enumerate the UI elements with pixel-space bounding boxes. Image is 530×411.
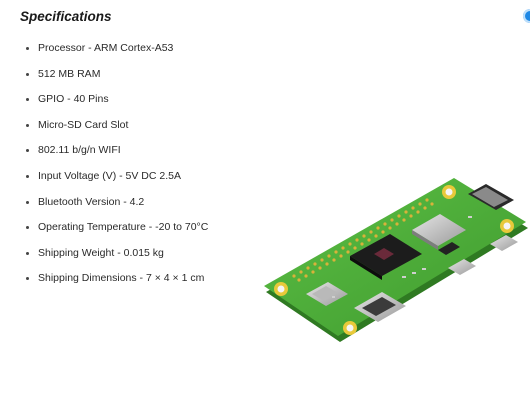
bullet-icon bbox=[26, 174, 29, 178]
bullet-icon bbox=[26, 200, 29, 204]
passive-components bbox=[332, 216, 472, 298]
bullet-icon bbox=[26, 98, 29, 102]
bullet-icon bbox=[26, 226, 29, 230]
spec-item: GPIO - 40 Pins bbox=[26, 87, 208, 113]
mounting-hole-icon bbox=[274, 185, 514, 335]
processor-chip-icon bbox=[350, 234, 422, 280]
spec-text: Shipping Weight - 0.015 kg bbox=[38, 246, 164, 259]
camera-connector-icon bbox=[468, 184, 514, 210]
spec-text: Operating Temperature - -20 to 70°C bbox=[38, 221, 209, 234]
spec-text: Micro-SD Card Slot bbox=[38, 118, 129, 131]
bullet-icon bbox=[26, 123, 29, 127]
spec-item: Micro-SD Card Slot bbox=[26, 113, 208, 139]
spec-text: Processor - ARM Cortex-A53 bbox=[38, 42, 174, 54]
raspberry-pi-board-image bbox=[264, 178, 528, 342]
spec-text: Bluetooth Version - 4.2 bbox=[38, 195, 145, 208]
spec-list: Processor - ARM Cortex-A53 512 MB RAM GP… bbox=[26, 36, 208, 292]
mini-hdmi-port-icon bbox=[354, 292, 406, 322]
bullet-icon bbox=[26, 72, 29, 76]
gpio-pads bbox=[292, 198, 434, 282]
spec-item: Bluetooth Version - 4.2 bbox=[26, 190, 208, 216]
spec-text: Input Voltage (V) - 5V DC 2.5A bbox=[38, 169, 181, 182]
spec-item: 512 MB RAM bbox=[26, 62, 208, 88]
info-dot-icon[interactable] bbox=[523, 9, 530, 23]
bullet-icon bbox=[26, 277, 29, 281]
wifi-module-icon bbox=[412, 214, 466, 250]
spec-item: Operating Temperature - -20 to 70°C bbox=[26, 215, 208, 241]
small-chip-icon bbox=[438, 242, 460, 255]
spec-text: Shipping Dimensions - 7 × 4 × 1 cm bbox=[38, 272, 205, 285]
spec-item: Input Voltage (V) - 5V DC 2.5A bbox=[26, 164, 208, 190]
spec-item: 802.11 b/g/n WIFI bbox=[26, 138, 208, 164]
spec-text: 802.11 b/g/n WIFI bbox=[38, 144, 121, 157]
spec-item: Processor - ARM Cortex-A53 bbox=[26, 36, 208, 62]
micro-usb-port-icon bbox=[448, 235, 518, 275]
spec-text: 512 MB RAM bbox=[38, 67, 101, 80]
section-title: Specifications bbox=[20, 9, 112, 24]
spec-item: Shipping Weight - 0.015 kg bbox=[26, 241, 208, 267]
spec-text: GPIO - 40 Pins bbox=[38, 93, 109, 106]
bullet-icon bbox=[26, 47, 29, 50]
sd-card-slot-icon bbox=[306, 282, 348, 306]
bullet-icon bbox=[26, 251, 29, 255]
spec-item: Shipping Dimensions - 7 × 4 × 1 cm bbox=[26, 266, 208, 292]
bullet-icon bbox=[26, 149, 29, 153]
